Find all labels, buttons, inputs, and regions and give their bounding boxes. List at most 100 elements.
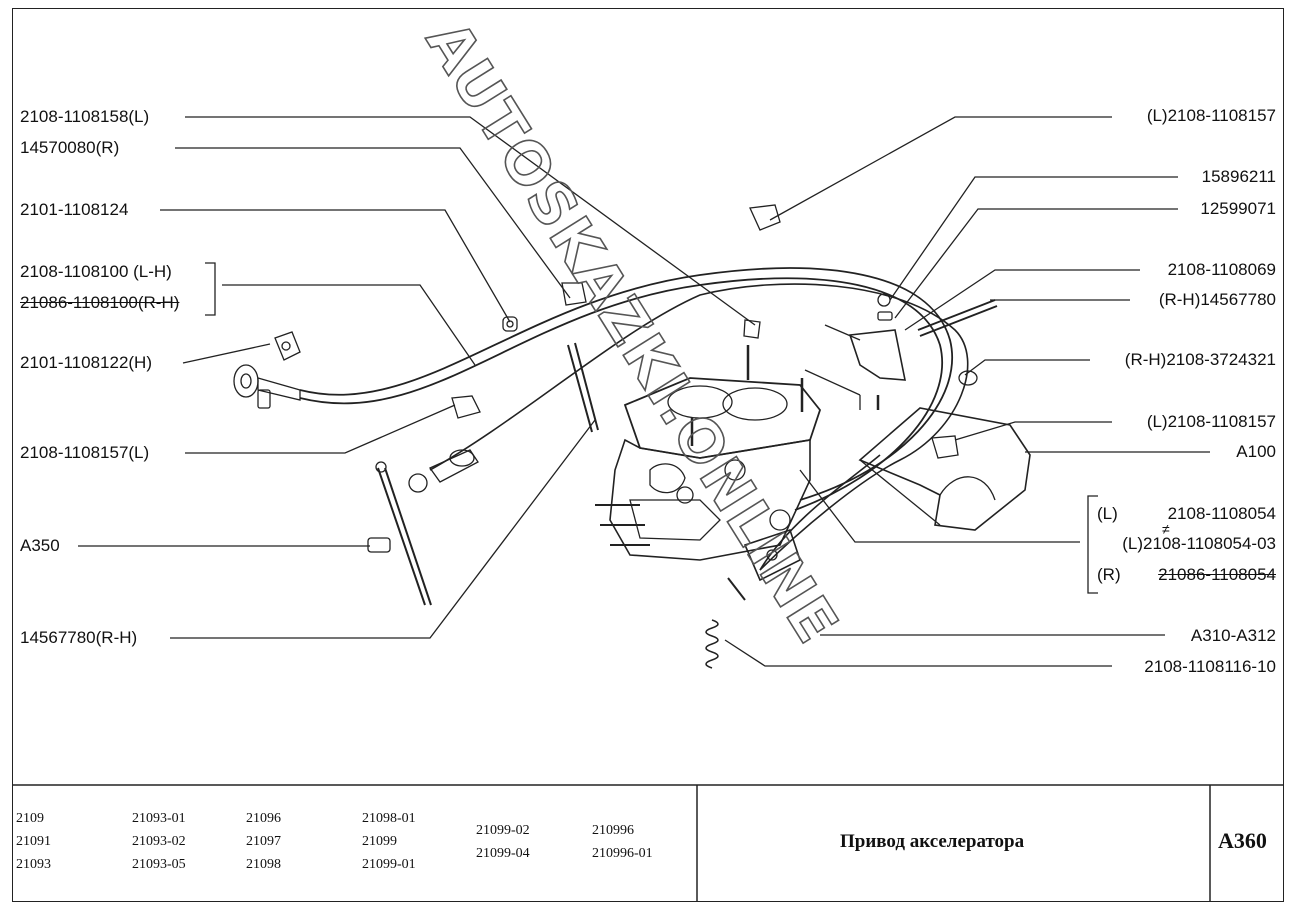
lever-screw — [727, 577, 746, 601]
rod-14567780-right — [917, 299, 996, 331]
rod-14567780-right — [919, 305, 998, 337]
cable-holder — [958, 370, 978, 386]
carburettor-body — [609, 438, 811, 561]
leader-line — [889, 176, 1178, 301]
washer-12599071 — [877, 311, 893, 321]
pedal-rod — [384, 467, 432, 606]
leader-line — [170, 419, 596, 639]
label-2108-1108054: 2108-1108054 — [1167, 504, 1276, 523]
hand-knob — [233, 364, 259, 398]
model-code: 21097 — [246, 834, 281, 849]
model-code: 210996 — [592, 823, 634, 838]
model-code: 21099-01 — [362, 857, 416, 872]
label-14570080: 14570080(R) — [20, 138, 120, 157]
label-a100: A100 — [1236, 442, 1276, 461]
leader-line — [964, 359, 1090, 376]
carburettor-body — [649, 463, 686, 494]
drawing-code: A360 — [1218, 828, 1267, 853]
model-code: 21099-04 — [476, 846, 530, 861]
cable-bracket — [848, 329, 906, 381]
bracket — [1087, 495, 1098, 594]
model-code: 21091 — [16, 834, 51, 849]
label-2108-1108054-03: (L)2108-1108054-03 — [1122, 534, 1276, 553]
label-a310-a312: A310-A312 — [1190, 626, 1276, 645]
clip-2108-1108158 — [743, 319, 761, 339]
leader-line — [799, 469, 1080, 543]
leader-line — [175, 147, 571, 299]
leader-line — [724, 639, 1112, 667]
carburettor-detail — [676, 486, 694, 504]
model-code: 21098 — [246, 857, 281, 872]
clip-2108-1108157-right — [931, 435, 959, 459]
not-equal-mark: ≠ — [1162, 521, 1170, 537]
label-14567780: 14567780(R-H) — [20, 628, 138, 647]
clip-2108-1108157-left — [451, 395, 481, 419]
label-side-l: (L) — [1097, 504, 1118, 523]
models-column-4: 21098-01 21099 21099-01 — [362, 807, 416, 876]
bracket-line — [824, 324, 861, 341]
leader-line — [904, 269, 1140, 331]
label-2108-1108069: 2108-1108069 — [1167, 260, 1276, 279]
rod-14567780 — [574, 342, 599, 431]
label-2108-1108100: 2108-1108100 (L-H) — [20, 262, 172, 281]
label-a350: A350 — [20, 536, 60, 555]
hand-knob-shaft — [257, 377, 301, 401]
models-column-1: 2109 21091 21093 — [16, 807, 51, 876]
leader-line — [954, 421, 1112, 441]
title-block: 2109 21091 21093 21093-01 21093-02 21093… — [12, 785, 1284, 902]
model-code: 2109 — [16, 811, 44, 826]
label-14567780-rh: (R-H)14567780 — [1158, 290, 1276, 309]
carburettor-bore — [667, 385, 733, 419]
models-column-2: 21093-01 21093-02 21093-05 — [132, 807, 186, 876]
carburettor-bore — [722, 387, 788, 421]
clip-14570080 — [561, 282, 587, 306]
model-code: 21093 — [16, 857, 51, 872]
label-21086-1108100: 21086-1108100(R-H) — [20, 293, 180, 312]
carburettor-detail — [769, 509, 791, 531]
pedal-rod — [377, 467, 426, 606]
label-2101-1108124: 2101-1108124 — [20, 200, 129, 219]
label-2108-1108158: 2108-1108158(L) — [20, 107, 150, 126]
throttle-lever-pivot — [766, 549, 778, 561]
choke-cable — [429, 283, 969, 571]
pedal-rod-clip — [367, 537, 391, 553]
throttle-lever — [743, 528, 801, 582]
carburettor-detail — [724, 459, 746, 481]
label-21086-1108054: 21086-1108054 — [1158, 565, 1276, 584]
label-2108-1108157-top: (L)2108-1108157 — [1146, 106, 1276, 125]
cable-sleeve — [449, 449, 475, 467]
cover-edge — [859, 459, 941, 526]
clip-2108-1108157-top — [749, 204, 781, 231]
model-code: 21096 — [246, 811, 281, 826]
leader-line — [182, 343, 271, 364]
hand-knob-clip — [257, 389, 271, 409]
bush-hole — [506, 320, 514, 328]
nut-15896211 — [877, 293, 891, 307]
label-15896211: 15896211 — [1201, 167, 1276, 186]
ball-joint — [408, 473, 428, 493]
models-column-6: 210996 210996-01 — [592, 819, 653, 865]
throttle-cable — [299, 267, 953, 501]
leader-line — [222, 284, 476, 366]
air-filter-cover — [858, 407, 1031, 531]
models-column-5: 21099-02 21099-04 — [476, 819, 530, 865]
hand-knob — [240, 373, 252, 389]
leader-line — [769, 116, 1112, 221]
carburettor-body — [629, 499, 721, 541]
pedal-rod-eye — [375, 461, 387, 473]
model-code: 210996-01 — [592, 846, 653, 861]
bracket-line — [804, 369, 861, 396]
rod-14567780 — [567, 344, 593, 433]
bracket — [205, 262, 216, 316]
air-filter-cover — [939, 476, 996, 501]
leader-line — [160, 209, 511, 323]
label-2108-1108157-left: 2108-1108157(L) — [20, 443, 150, 462]
return-spring — [705, 619, 719, 669]
drawing-sheet-frame — [12, 8, 1284, 902]
drawing-title: Привод акселератора — [840, 831, 1025, 852]
model-code: 21098-01 — [362, 811, 416, 826]
leader-line — [185, 116, 756, 326]
throttle-cable — [299, 277, 943, 511]
label-2108-1108157-right: (L)2108-1108157 — [1146, 412, 1276, 431]
